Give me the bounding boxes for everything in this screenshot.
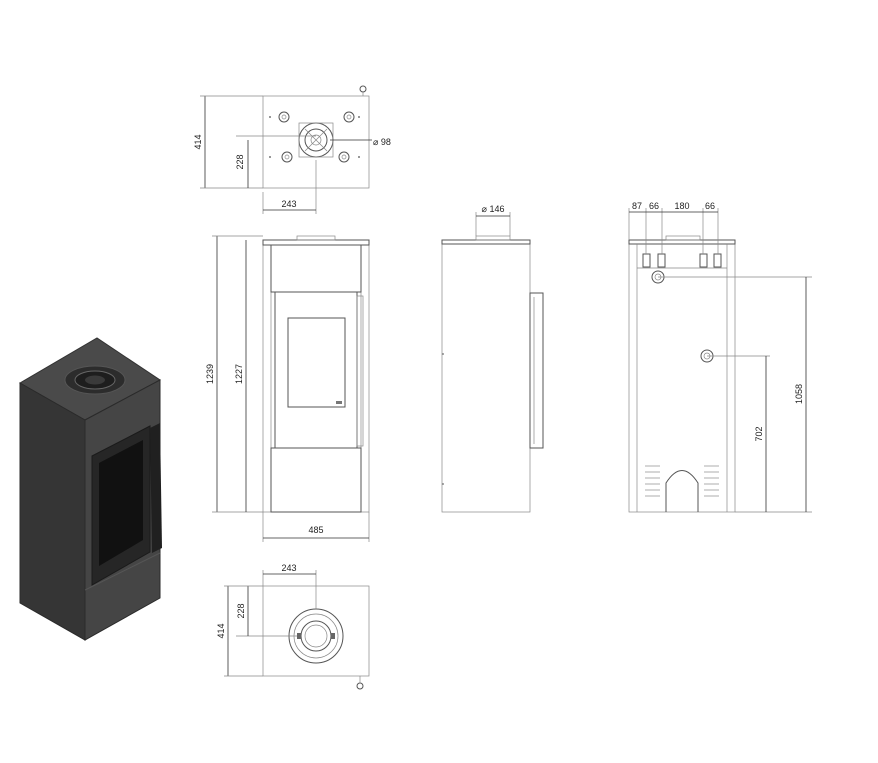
flue-diameter-label: ⌀ 98: [373, 137, 391, 147]
rear-offset-66a-label: 66: [649, 201, 659, 211]
side-outlet-label: ⌀ 146: [482, 204, 505, 214]
top-view: [236, 85, 372, 189]
top-view-dimensions: [200, 95, 317, 214]
overall-height-label: 1239: [205, 364, 215, 384]
body-height-label: 1227: [234, 364, 244, 384]
rear-offset-180-label: 180: [674, 201, 689, 211]
rear-view: [628, 235, 736, 513]
width-label: 485: [308, 525, 323, 535]
side-view: [441, 235, 544, 513]
rear-offset-66b-label: 66: [705, 201, 715, 211]
front-view-dimensions: [212, 235, 370, 542]
bottom-flue-x-label: 243: [281, 563, 296, 573]
side-view-dimensions: [475, 212, 511, 236]
bottom-view: [236, 585, 370, 690]
top-depth-label: 414: [193, 134, 203, 149]
bottom-view-dimensions: [224, 570, 317, 677]
top-flue-x-label: 243: [281, 199, 296, 209]
rear-view-dimensions: [628, 208, 812, 513]
bottom-flue-offset-label: 228: [236, 603, 246, 618]
rear-height-1058-label: 1058: [794, 384, 804, 404]
front-view: [262, 235, 370, 513]
rear-height-702-label: 702: [754, 426, 764, 441]
rear-offset-87-label: 87: [632, 201, 642, 211]
stove-3d-render: [18, 337, 162, 641]
bottom-depth-label: 414: [216, 623, 226, 638]
top-flue-offset-label: 228: [235, 154, 245, 169]
